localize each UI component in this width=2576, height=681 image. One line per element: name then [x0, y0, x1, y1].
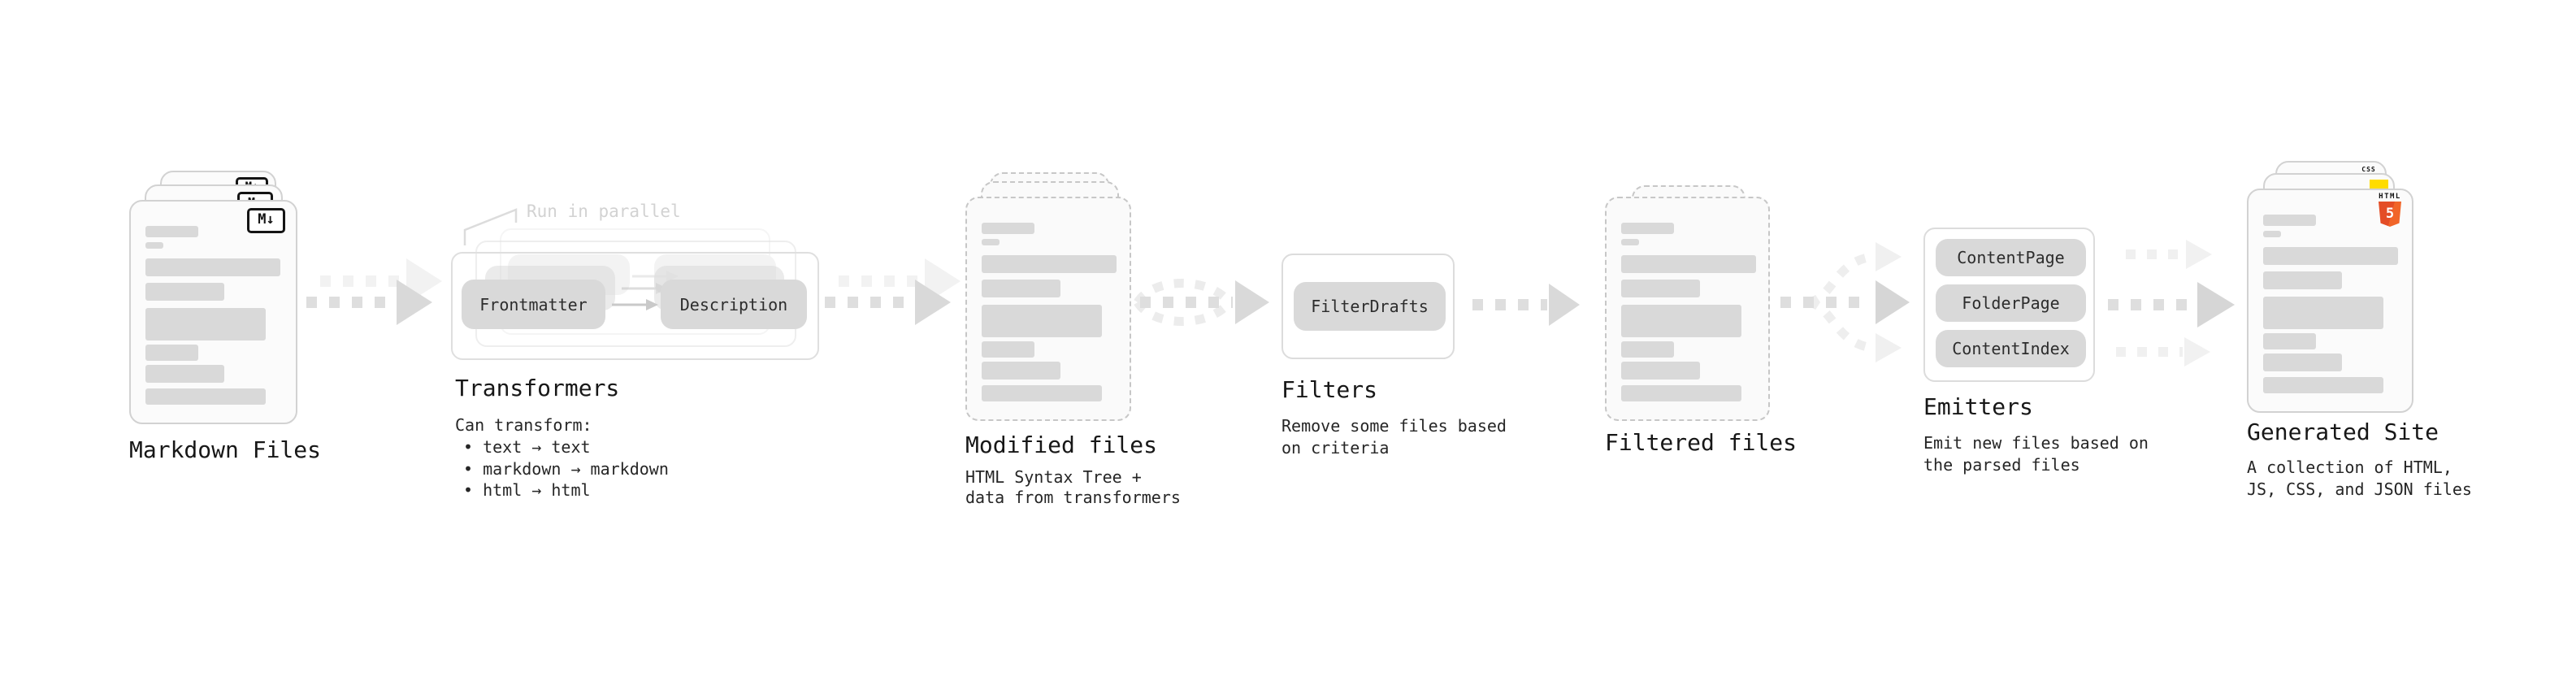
javascript-icon	[2370, 180, 2388, 190]
document-card-front: HTML 5	[2247, 189, 2413, 413]
stage-title-filters: Filters	[1281, 376, 1378, 403]
arrow-markdown-to-transformers	[306, 258, 442, 325]
transformers-bullet: • html → html	[463, 480, 591, 500]
skeleton-line	[2263, 215, 2316, 226]
skeleton-text	[982, 223, 1117, 401]
document-card-front: M↓	[129, 200, 297, 424]
skeleton-line	[2263, 247, 2398, 265]
skeleton-line	[1621, 223, 1674, 234]
transformer-layer-front: Frontmatter Description	[451, 252, 819, 360]
skeleton-line	[1621, 239, 1639, 245]
emitter-pill-contentpage: ContentPage	[1936, 239, 2086, 276]
filters-panel: FilterDrafts	[1281, 254, 1455, 359]
stage-title-emitters: Emitters	[1923, 393, 2033, 420]
skeleton-line	[2263, 333, 2316, 349]
stage-title-markdown: Markdown Files	[129, 436, 322, 463]
skeleton-line	[1621, 280, 1700, 297]
markdown-files-stack: M↓ M↓ M↓	[129, 171, 332, 431]
emitters-panel: ContentPage FolderPage ContentIndex	[1923, 228, 2095, 382]
skeleton-line	[2263, 271, 2342, 289]
transformer-pill-description: Description	[661, 280, 807, 329]
emitters-description: the parsed files	[1923, 455, 2080, 475]
arrow-filters-to-filtered	[1472, 284, 1580, 326]
document-card-front	[1605, 197, 1770, 421]
skeleton-line	[982, 223, 1034, 234]
skeleton-line	[145, 258, 280, 276]
skeleton-line	[1621, 305, 1741, 337]
skeleton-line	[982, 385, 1102, 401]
transformer-pill-frontmatter: Frontmatter	[462, 280, 605, 329]
html5-shield: 5	[2379, 202, 2401, 227]
skeleton-text	[145, 226, 280, 405]
skeleton-line	[1621, 255, 1756, 273]
skeleton-text	[2263, 215, 2398, 393]
skeleton-line	[982, 362, 1060, 380]
skeleton-line	[2263, 377, 2383, 393]
skeleton-line	[1621, 362, 1700, 380]
skeleton-line	[982, 255, 1117, 273]
generated-site-stack: CSS HTML 5	[2247, 161, 2442, 421]
stage-title-filtered: Filtered files	[1605, 429, 1798, 456]
emitters-description: Emit new files based on	[1923, 433, 2149, 453]
arrow-transformers-to-modified	[825, 258, 961, 325]
skeleton-line	[982, 341, 1034, 358]
stage-title-generated: Generated Site	[2247, 419, 2439, 445]
filter-pill-filterdrafts: FilterDrafts	[1294, 282, 1446, 331]
html5-icon: HTML 5	[2377, 193, 2403, 227]
transformers-bullet: • text → text	[463, 437, 591, 457]
skeleton-line	[145, 283, 224, 301]
markdown-icon: M↓	[247, 208, 285, 233]
pill-arrow	[612, 299, 658, 310]
skeleton-line	[145, 308, 266, 340]
skeleton-line	[145, 345, 198, 361]
skeleton-line	[1621, 341, 1674, 358]
filters-description: Remove some files based	[1281, 416, 1507, 436]
modified-files-stack	[965, 172, 1160, 432]
arrow-filtered-to-emitters	[1780, 242, 1910, 362]
skeleton-line	[2263, 231, 2281, 237]
skeleton-line	[1621, 385, 1741, 401]
document-card-front	[965, 197, 1131, 421]
stage-title-transformers: Transformers	[455, 375, 620, 401]
transformer-box	[451, 252, 819, 360]
skeleton-text	[1621, 223, 1756, 401]
arrow-emitters-to-generated	[2108, 240, 2235, 367]
run-in-parallel-annotation: Run in parallel	[527, 202, 681, 221]
stage-title-modified: Modified files	[965, 432, 1158, 458]
generated-description: JS, CSS, and JSON files	[2247, 479, 2472, 499]
skeleton-line	[145, 242, 163, 249]
modified-description: data from transformers	[965, 488, 1181, 507]
transformers-description: Can transform:	[455, 415, 592, 435]
transformers-bullet: • markdown → markdown	[463, 459, 669, 479]
arrow-modified-to-filters	[1134, 279, 1269, 326]
skeleton-line	[2263, 354, 2342, 371]
emitter-pill-contentindex: ContentIndex	[1936, 330, 2086, 367]
skeleton-line	[145, 365, 224, 383]
emitter-pill-folderpage: FolderPage	[1936, 284, 2086, 322]
skeleton-line	[982, 239, 1000, 245]
skeleton-line	[982, 280, 1060, 297]
modified-description: HTML Syntax Tree +	[965, 467, 1142, 487]
skeleton-line	[982, 305, 1102, 337]
skeleton-line	[145, 388, 266, 405]
skeleton-line	[145, 226, 198, 237]
filters-description: on criteria	[1281, 438, 1390, 458]
filtered-files-stack	[1605, 185, 1792, 429]
generated-description: A collection of HTML,	[2247, 458, 2452, 477]
skeleton-line	[2263, 297, 2383, 329]
run-in-parallel-leader-line	[463, 208, 518, 245]
